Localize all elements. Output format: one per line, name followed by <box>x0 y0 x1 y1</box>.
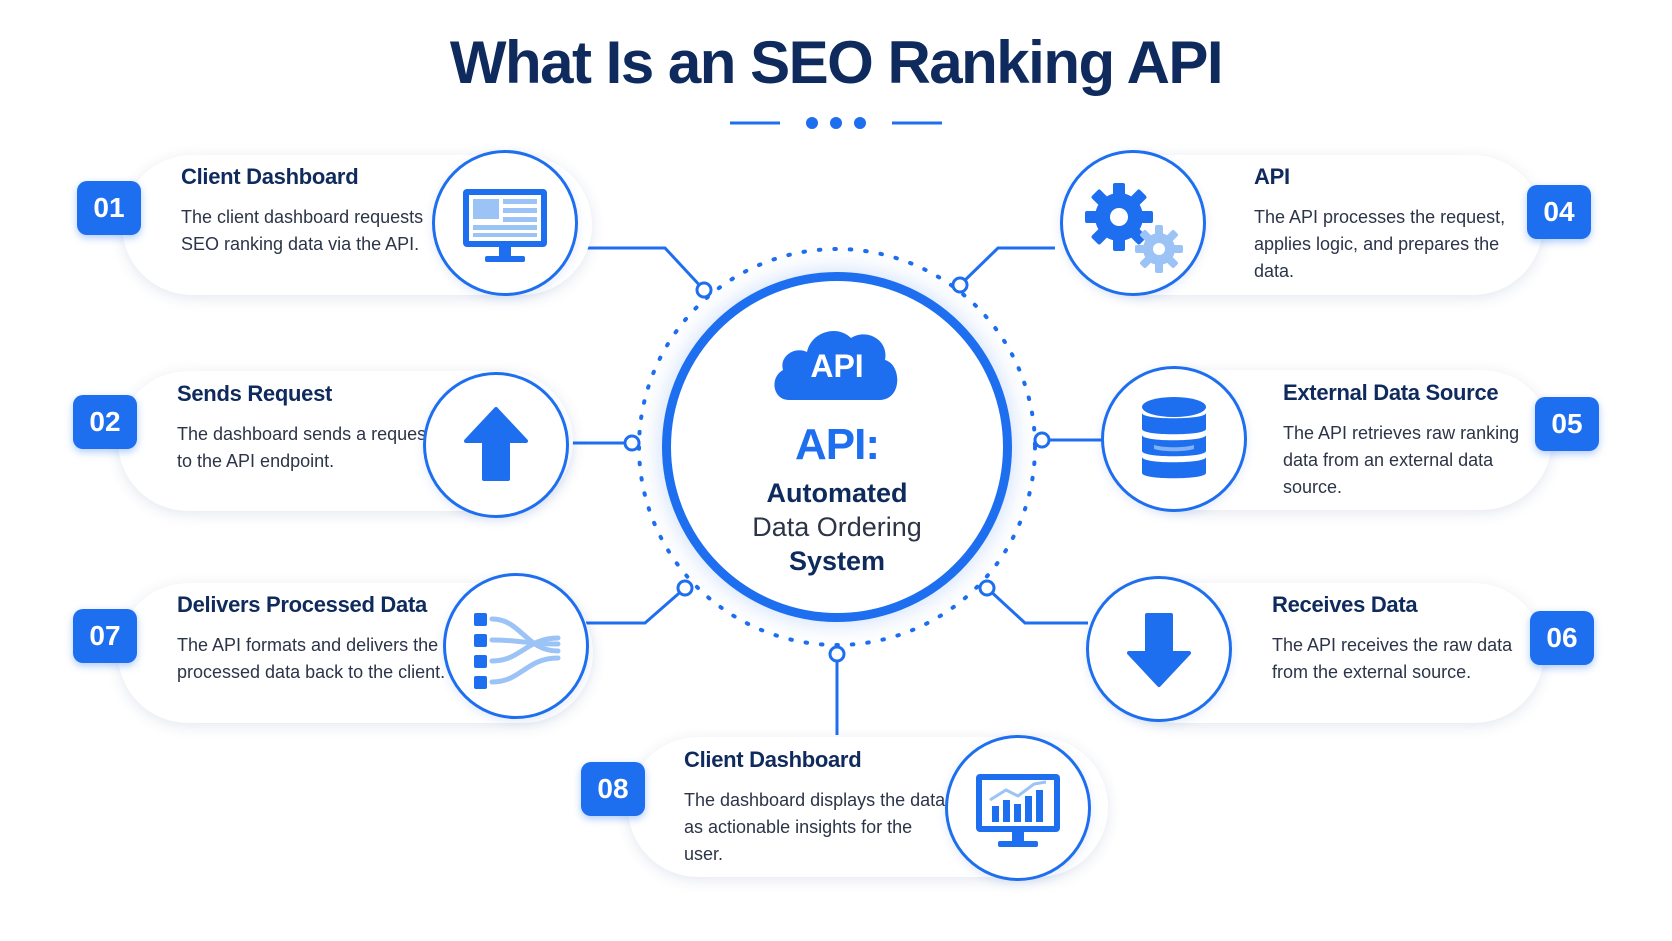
step-description: The API processes the request, applies l… <box>1254 207 1506 281</box>
arrow-up-icon <box>464 407 528 481</box>
cloud-label: API <box>810 348 864 384</box>
title-divider <box>730 117 942 129</box>
step-text-05: External Data Source The API retrieves r… <box>1283 380 1553 501</box>
step-number-badge: 05 <box>1535 397 1599 451</box>
step-title: Delivers Processed Data <box>177 592 427 617</box>
step-text-02: Sends Request The dashboard sends a requ… <box>177 381 447 475</box>
gears-icon <box>1085 183 1183 273</box>
center-line-1: Automated <box>766 478 908 508</box>
step-text-01: Client Dashboard The client dashboard re… <box>181 164 451 258</box>
step-text-08: Client Dashboard The dashboard displays … <box>684 747 954 868</box>
step-title: Sends Request <box>177 381 333 406</box>
step-icon-circle-04 <box>1060 150 1206 296</box>
data-flow-icon <box>474 613 561 689</box>
page-title: What Is an SEO Ranking API <box>449 29 1224 96</box>
center-heading: API: <box>795 420 880 469</box>
step-title: Client Dashboard <box>181 164 359 189</box>
center-line-3: System <box>788 546 886 576</box>
monitor-icon <box>463 189 547 262</box>
center-line-2: Data Ordering <box>752 512 922 542</box>
monitor-chart-icon <box>976 774 1060 847</box>
step-number-badge: 04 <box>1527 185 1591 239</box>
step-icon-circle-01 <box>432 150 578 296</box>
cloud-icon <box>774 330 898 400</box>
step-description: The client dashboard requests SEO rankin… <box>181 207 424 254</box>
step-number-badge: 01 <box>77 181 141 235</box>
center-hub <box>662 272 1012 622</box>
step-description: The API receives the raw data from the e… <box>1272 635 1513 682</box>
step-title: API <box>1254 164 1290 189</box>
step-icon-circle-06 <box>1086 576 1232 722</box>
step-title: Receives Data <box>1272 592 1418 617</box>
step-description: The API retrieves raw ranking data from … <box>1283 423 1520 497</box>
step-number-badge: 06 <box>1530 611 1594 665</box>
step-number-badge: 07 <box>73 609 137 663</box>
step-number-badge: 02 <box>73 395 137 449</box>
step-number-badge: 08 <box>581 762 645 816</box>
step-icon-circle-02 <box>423 372 569 518</box>
step-title: External Data Source <box>1283 380 1499 405</box>
step-text-04: API The API processes the request, appli… <box>1254 164 1524 285</box>
step-icon-circle-08 <box>945 735 1091 881</box>
step-text-07: Delivers Processed Data The API formats … <box>177 592 447 686</box>
arrow-down-icon <box>1127 613 1191 687</box>
database-icon <box>1142 397 1206 479</box>
step-description: The dashboard sends a request to the API… <box>177 424 432 471</box>
step-icon-circle-07 <box>443 573 589 719</box>
step-title: Client Dashboard <box>684 747 862 772</box>
step-text-06: Receives Data The API receives the raw d… <box>1272 592 1542 686</box>
step-icon-circle-05 <box>1101 366 1247 512</box>
step-description: The dashboard displays the data as actio… <box>684 790 946 864</box>
step-description: The API formats and delivers the process… <box>177 635 446 682</box>
